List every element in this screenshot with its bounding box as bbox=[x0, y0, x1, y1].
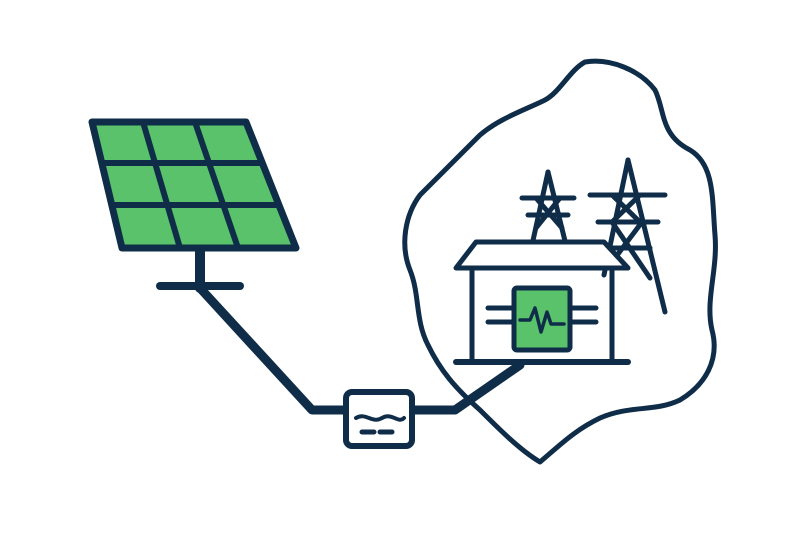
junction-box-wave bbox=[354, 414, 406, 422]
waveform-icon bbox=[518, 306, 566, 334]
transmission-tower-right bbox=[587, 157, 668, 315]
region-boundary bbox=[402, 58, 718, 465]
transmission-tower-left bbox=[519, 169, 577, 248]
substation-building bbox=[453, 239, 631, 365]
power-cable bbox=[195, 283, 525, 415]
solar-panel bbox=[88, 118, 300, 252]
panel-gridline bbox=[192, 121, 241, 249]
panel-gridline bbox=[140, 121, 183, 249]
inverter-display bbox=[485, 285, 599, 353]
